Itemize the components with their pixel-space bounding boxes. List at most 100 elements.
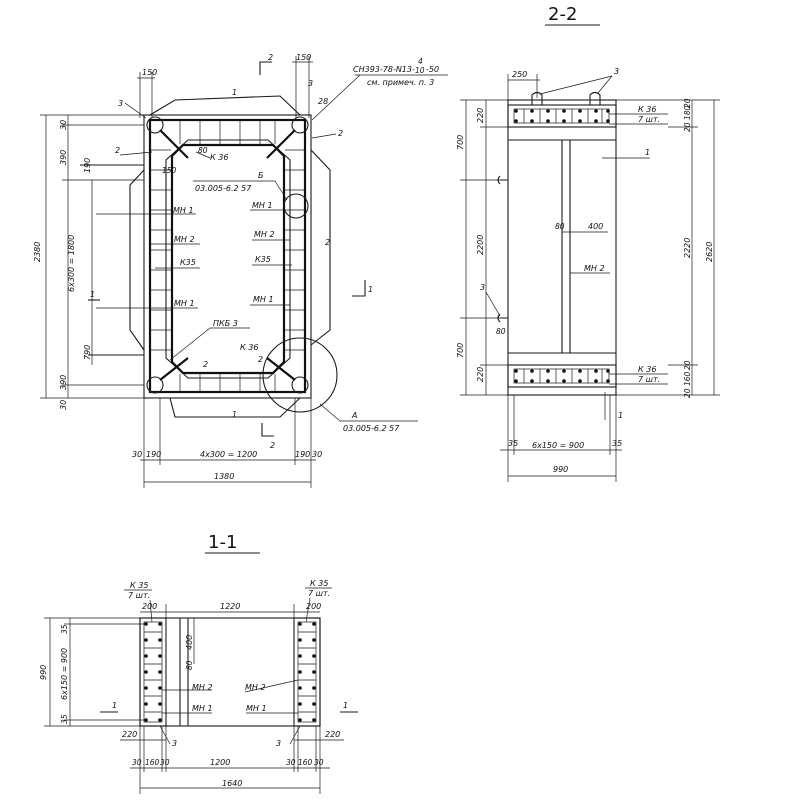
s11-dim-b-30a: 30 bbox=[132, 758, 142, 767]
dim-80: 80 bbox=[198, 146, 208, 155]
s11-dim-b-160a: 160 bbox=[145, 758, 160, 767]
s11-k35-left-leader bbox=[149, 599, 153, 623]
dim-790: 790 bbox=[83, 345, 92, 360]
leader-3-a bbox=[124, 102, 147, 119]
section-2-2-title: 2-2 bbox=[548, 4, 577, 25]
plan-outer-outline bbox=[143, 114, 312, 399]
ref-b: 03.005-6.2 57 bbox=[195, 184, 252, 193]
s11-dim-200-left: 200 bbox=[142, 602, 157, 611]
s11-k35-right-n: 7 шт. bbox=[308, 589, 330, 598]
s11-dim-80: 80 bbox=[185, 660, 194, 670]
s22-label-3b: 3 bbox=[480, 283, 485, 292]
s11-mn1-right: МН 1 bbox=[246, 704, 267, 713]
note-frac-den: 10 bbox=[415, 66, 425, 75]
s11-dim-b-30c: 30 bbox=[286, 758, 296, 767]
note-line1-end: -50 bbox=[426, 65, 439, 74]
s11-k35-left-n: 7 шт. bbox=[128, 591, 150, 600]
label-2-b: 2 bbox=[115, 146, 120, 155]
dim-top-right: 150 bbox=[296, 53, 311, 62]
s22-dim-35-right: 35 bbox=[612, 439, 622, 448]
top-wall-stirrups bbox=[179, 121, 276, 144]
note-leader bbox=[311, 74, 361, 121]
cut-mark-right-label: 1 bbox=[368, 285, 373, 294]
cut-marker-bottom bbox=[261, 423, 274, 437]
s22-label-3: 3 bbox=[614, 67, 619, 76]
label-mn1-left-1: МН 1 bbox=[173, 206, 194, 215]
ref-b-leader bbox=[274, 180, 288, 201]
dim-6x300: 6х300 = 1800 bbox=[67, 235, 76, 292]
s22-k36-bot: К 36 bbox=[638, 365, 656, 374]
label-mn1-left-2: МН 1 bbox=[174, 299, 195, 308]
label-k35-left: К35 bbox=[180, 258, 196, 267]
s22-dim-r20a: 20 bbox=[683, 98, 692, 108]
s11-dim-220-right: 220 bbox=[325, 730, 340, 739]
label-mn2-left: МН 2 bbox=[174, 235, 195, 244]
label-mn1-right-2: МН 1 bbox=[253, 295, 274, 304]
detail-circle-a bbox=[262, 337, 338, 413]
s22-dim-2200: 2200 bbox=[476, 235, 485, 255]
s22-dim-700-bottom: 700 bbox=[456, 343, 465, 358]
s22-dim-r2220: 2220 bbox=[683, 238, 692, 258]
label-k35-right: К35 bbox=[255, 255, 271, 264]
cut-marker-top bbox=[259, 61, 272, 75]
s22-label-1b: 1 bbox=[618, 411, 623, 420]
cut-mark-top-label: 2 bbox=[268, 53, 273, 62]
dim-b-4x300: 4х300 = 1200 bbox=[200, 450, 257, 459]
dim-b-30-left: 30 bbox=[132, 450, 142, 459]
note-frac-num: 4 bbox=[418, 57, 423, 66]
bent-bar-right bbox=[310, 149, 331, 346]
corner-ring-tl bbox=[146, 116, 164, 134]
s22-leader-3b bbox=[597, 75, 613, 94]
s11-mark-1-right: 1 bbox=[343, 701, 348, 710]
corner-bar-br bbox=[266, 357, 296, 381]
s11-leader-3l bbox=[159, 725, 171, 745]
s22-top-band bbox=[507, 104, 617, 128]
corner-ring-bl bbox=[146, 376, 164, 394]
s11-dim-b-30b: 30 bbox=[160, 758, 170, 767]
dim-390-top: 390 bbox=[59, 150, 68, 165]
plan-rebar-outer bbox=[148, 118, 307, 394]
label-2-d: 2 bbox=[203, 360, 208, 369]
s22-dim-700-top: 700 bbox=[456, 135, 465, 150]
s22-dim-r20c: 20 bbox=[683, 360, 692, 370]
s11-dim-b-160b: 160 bbox=[298, 758, 313, 767]
section-2-2: 3 3 250 К 36 7 шт. К 36 7 шт. 1 1 80 400… bbox=[456, 67, 720, 482]
s11-k35-right-leader bbox=[305, 597, 311, 623]
s11-mn1-left: МН 1 bbox=[192, 704, 213, 713]
corner-ring-tr bbox=[291, 116, 309, 134]
s11-mark-1-left: 1 bbox=[112, 701, 117, 710]
s22-dim-250: 250 bbox=[512, 70, 527, 79]
bent-bar-top bbox=[149, 95, 301, 116]
ref-a-leader bbox=[319, 403, 341, 422]
note-line1: СН393-78-N13- bbox=[353, 65, 415, 74]
s11-label-3-left: 3 bbox=[172, 739, 177, 748]
s22-dim-r160: 160 bbox=[683, 371, 692, 386]
s22-k36-bot-n: 7 шт. bbox=[638, 375, 660, 384]
s22-dim-r20d: 20 bbox=[683, 388, 692, 398]
corner-bar-tr bbox=[266, 129, 296, 159]
s22-dim-6x150: 6х150 = 900 bbox=[532, 441, 584, 450]
s22-dim-990: 990 bbox=[553, 465, 568, 474]
leader-pkb3 bbox=[169, 327, 211, 361]
label-mn1-right-1: МН 1 bbox=[252, 201, 273, 210]
leader-k36-top bbox=[195, 151, 211, 159]
plan-view: 2 2 1 1 150 150 СН393-78-N13- 4 10 -50 с… bbox=[33, 53, 448, 488]
s11-left-cage bbox=[143, 621, 163, 723]
dim-b-190-left: 190 bbox=[146, 450, 161, 459]
s22-mn2: МН 2 bbox=[584, 264, 605, 273]
cut-mark-left-label: 1 bbox=[90, 290, 95, 299]
s22-bottom-rebar bbox=[513, 368, 610, 384]
dim-b-1380: 1380 bbox=[214, 472, 234, 481]
leader-2-a bbox=[311, 133, 337, 139]
s22-outline bbox=[507, 99, 617, 396]
s11-left-wall bbox=[139, 617, 167, 727]
s11-dim-6x150: 6х150 = 900 bbox=[60, 648, 69, 700]
label-1-bottom: 1 bbox=[232, 410, 237, 419]
label-k36-top: К 36 bbox=[210, 153, 228, 162]
s11-dim-220-left: 220 bbox=[122, 730, 137, 739]
label-k36-bottom: К 36 bbox=[240, 343, 258, 352]
s22-dim-220-bottom: 220 bbox=[476, 367, 485, 382]
s11-dim-35-top: 35 bbox=[60, 624, 69, 634]
dim-b-30-right: 30 bbox=[312, 450, 322, 459]
leader-2-b bbox=[119, 151, 153, 156]
